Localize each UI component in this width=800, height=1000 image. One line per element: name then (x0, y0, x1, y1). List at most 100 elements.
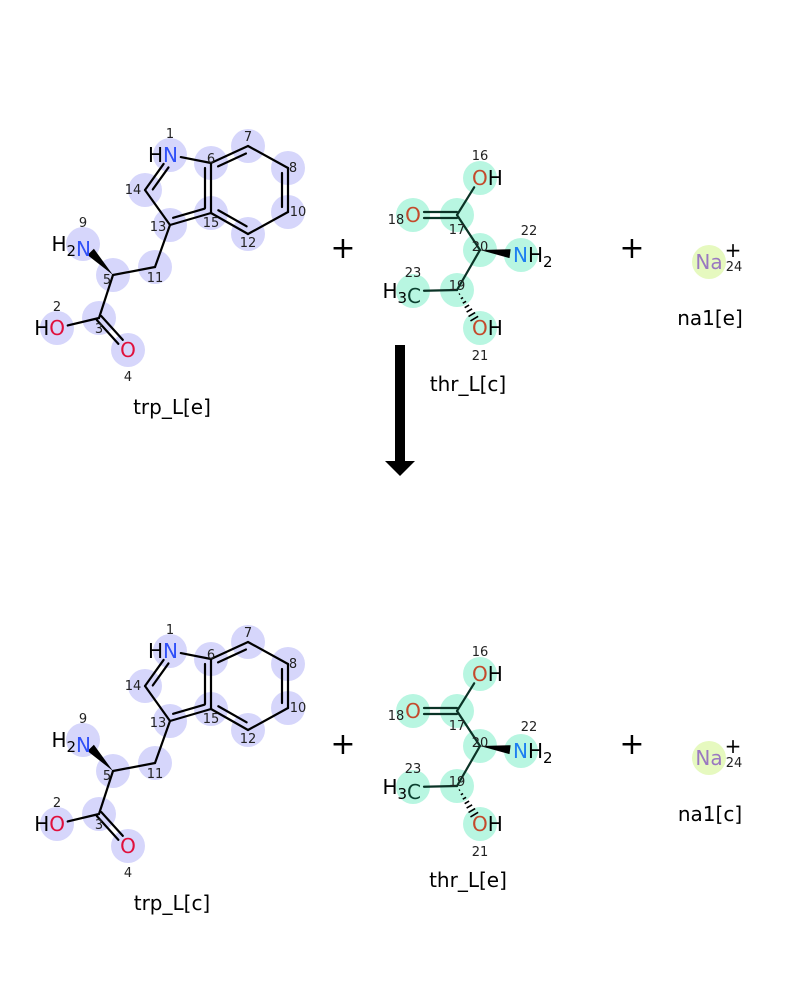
na-name-label: na1[e] (677, 306, 743, 330)
atom-number: 14 (125, 679, 142, 694)
atom-number: 6 (207, 648, 215, 663)
atom-highlight (396, 274, 430, 308)
bond (455, 744, 482, 788)
atom-number: 13 (150, 716, 167, 731)
bond (246, 210, 290, 236)
charge-label: + (725, 238, 742, 262)
reaction-arrow (385, 345, 415, 476)
atom-highlight (504, 734, 538, 768)
atom-number: 18 (388, 213, 405, 228)
bond (209, 707, 250, 732)
bond (111, 761, 157, 773)
atom-number: 4 (124, 866, 132, 881)
atom-number: 12 (240, 236, 257, 251)
atom-label: HO (34, 812, 65, 836)
atom-highlight (396, 694, 430, 728)
atom-number: 3 (95, 322, 103, 337)
hash-bond (460, 792, 464, 796)
atom-number: 5 (103, 273, 111, 288)
hash-bond (458, 789, 461, 792)
bond (97, 769, 115, 816)
hash-bond (468, 311, 476, 318)
atom-highlight (396, 198, 430, 232)
hash-bond (458, 293, 461, 296)
atom-label: Na (695, 746, 722, 770)
plus-sign: + (330, 231, 355, 266)
bond (97, 273, 115, 320)
atom-label: NH2 (513, 243, 553, 271)
atom-number: 23 (405, 762, 422, 777)
bond (246, 640, 290, 666)
hash-bond (470, 811, 479, 818)
bond (143, 162, 165, 192)
hash-bond (468, 807, 476, 814)
atom-number: 11 (147, 767, 164, 782)
bond (153, 719, 172, 765)
bond (209, 144, 250, 165)
atom-label: H2N (51, 232, 91, 261)
atom-highlight (111, 333, 145, 367)
products-row: 167810121513141159324HNHOOH2N16171820221… (34, 623, 742, 915)
atom-number: 10 (290, 701, 307, 716)
bond (209, 640, 250, 661)
wedge-bond (87, 248, 113, 275)
atom-label: H2N (51, 728, 91, 757)
atom-number: 23 (405, 266, 422, 281)
atom-number: 15 (203, 216, 220, 231)
atom-number: 16 (472, 645, 489, 660)
atom-number: 20 (472, 240, 489, 255)
wedge-bond (480, 249, 511, 259)
atom-label: HN (148, 639, 178, 663)
wedge-bond (480, 745, 511, 755)
bond (455, 213, 482, 252)
atom-label: H3C (382, 279, 421, 308)
hash-bond (466, 804, 473, 809)
atom-number: 24 (726, 756, 743, 771)
plus-sign: + (619, 231, 644, 266)
atom-number: 9 (79, 712, 87, 727)
atom-highlight (463, 161, 497, 195)
atom-highlight (463, 657, 497, 691)
bond (172, 207, 206, 219)
atom-number: 16 (472, 149, 489, 164)
atom-highlight (153, 138, 187, 172)
bond (422, 784, 459, 788)
bond (143, 188, 172, 227)
atom-highlight (111, 829, 145, 863)
bond (209, 211, 250, 236)
atom-number: 21 (472, 349, 489, 364)
atom-number: 7 (244, 130, 252, 145)
bond (168, 707, 213, 723)
atom-number: 2 (53, 796, 61, 811)
atom-number: 19 (449, 775, 466, 790)
bond (217, 705, 248, 724)
bond (153, 223, 172, 269)
atom-label: OH (472, 316, 503, 340)
atom-number: 15 (203, 712, 220, 727)
bond (143, 684, 172, 723)
atom-number: 4 (124, 370, 132, 385)
atom-number: 11 (147, 271, 164, 286)
bond (216, 152, 248, 168)
wedge-bond (87, 744, 113, 771)
bond (217, 209, 248, 228)
plus-sign: + (619, 727, 644, 762)
bond (168, 211, 213, 227)
atom-number: 17 (449, 719, 466, 734)
trp-name-label: trp_L[c] (134, 891, 211, 915)
atom-number: 1 (166, 623, 174, 638)
bond (172, 703, 206, 715)
atom-highlight (504, 238, 538, 272)
atom-number: 8 (289, 657, 297, 672)
bond (143, 658, 165, 688)
atom-number: 6 (207, 152, 215, 167)
hash-bond (464, 800, 470, 805)
bond (95, 318, 120, 345)
atom-highlight (40, 807, 74, 841)
